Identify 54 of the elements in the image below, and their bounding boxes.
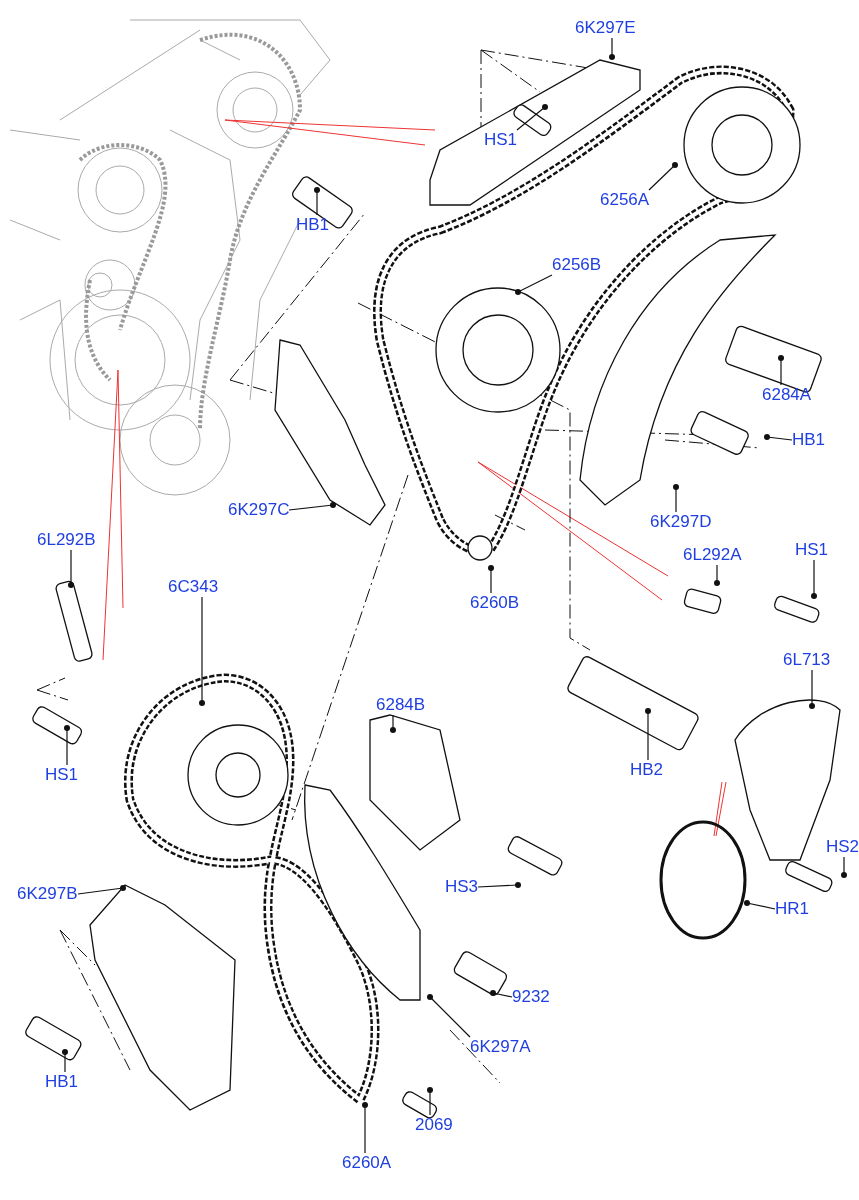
part-number-label: 6260A bbox=[342, 1153, 392, 1173]
part-number-label: HB1 bbox=[45, 1072, 79, 1092]
part-number-label: 6K297D bbox=[650, 512, 712, 532]
leader-line bbox=[362, 1102, 368, 1154]
part-number-label: HB1 bbox=[792, 430, 826, 450]
leader-line bbox=[778, 355, 784, 386]
part-number-label: 6284A bbox=[762, 385, 812, 405]
part-number-label: 6K297A bbox=[470, 1037, 531, 1057]
part-number-label: 6256A bbox=[600, 190, 650, 210]
leader-line bbox=[609, 37, 615, 60]
leader-line bbox=[427, 994, 471, 1038]
leader-line bbox=[714, 564, 720, 586]
part-number-label: 6K297E bbox=[575, 18, 636, 38]
leader-line bbox=[516, 104, 548, 131]
leader-line bbox=[477, 882, 521, 888]
leader-line bbox=[427, 1087, 433, 1116]
part-number-label: HR1 bbox=[775, 899, 809, 919]
part-number-label: 2069 bbox=[415, 1115, 453, 1135]
leader-line bbox=[515, 274, 553, 295]
leader-line bbox=[488, 565, 494, 594]
leader-line bbox=[673, 484, 679, 513]
part-number-label: 6L713 bbox=[783, 650, 831, 670]
part-number-label: HS3 bbox=[445, 877, 479, 897]
leader-line bbox=[490, 990, 513, 998]
leader-line bbox=[314, 187, 320, 216]
part-number-label: HS1 bbox=[484, 130, 518, 150]
part-number-label: HB1 bbox=[296, 215, 330, 235]
part-number-label: 6K297C bbox=[228, 500, 290, 520]
part-number-label: HS1 bbox=[45, 765, 79, 785]
leader-line bbox=[841, 856, 847, 878]
leader-line bbox=[68, 549, 74, 588]
leader-line bbox=[811, 559, 817, 599]
part-number-label: HB2 bbox=[630, 760, 664, 780]
part-number-label: 6256B bbox=[552, 255, 602, 275]
part-number-label: HS2 bbox=[826, 837, 859, 857]
leader-line bbox=[390, 714, 396, 733]
part-number-label: 6284B bbox=[376, 695, 426, 715]
part-number-label: 6260B bbox=[470, 593, 520, 613]
leader-line bbox=[77, 885, 126, 895]
leader-line bbox=[764, 434, 793, 441]
leader-line bbox=[288, 502, 336, 511]
part-number-label: HS1 bbox=[795, 540, 829, 560]
part-number-label: 6K297B bbox=[17, 884, 78, 904]
part-number-label: 6L292A bbox=[683, 545, 742, 565]
leader-line bbox=[809, 669, 815, 709]
part-number-label: 9232 bbox=[512, 987, 550, 1007]
part-number-label: 6C343 bbox=[168, 577, 219, 597]
leader-line bbox=[744, 900, 776, 910]
part-number-label: 6L292B bbox=[37, 530, 96, 550]
leader-line bbox=[645, 708, 651, 761]
leader-line bbox=[648, 162, 678, 191]
leader-line bbox=[199, 596, 205, 706]
leader-line bbox=[64, 725, 70, 766]
leader-line bbox=[62, 1049, 68, 1073]
